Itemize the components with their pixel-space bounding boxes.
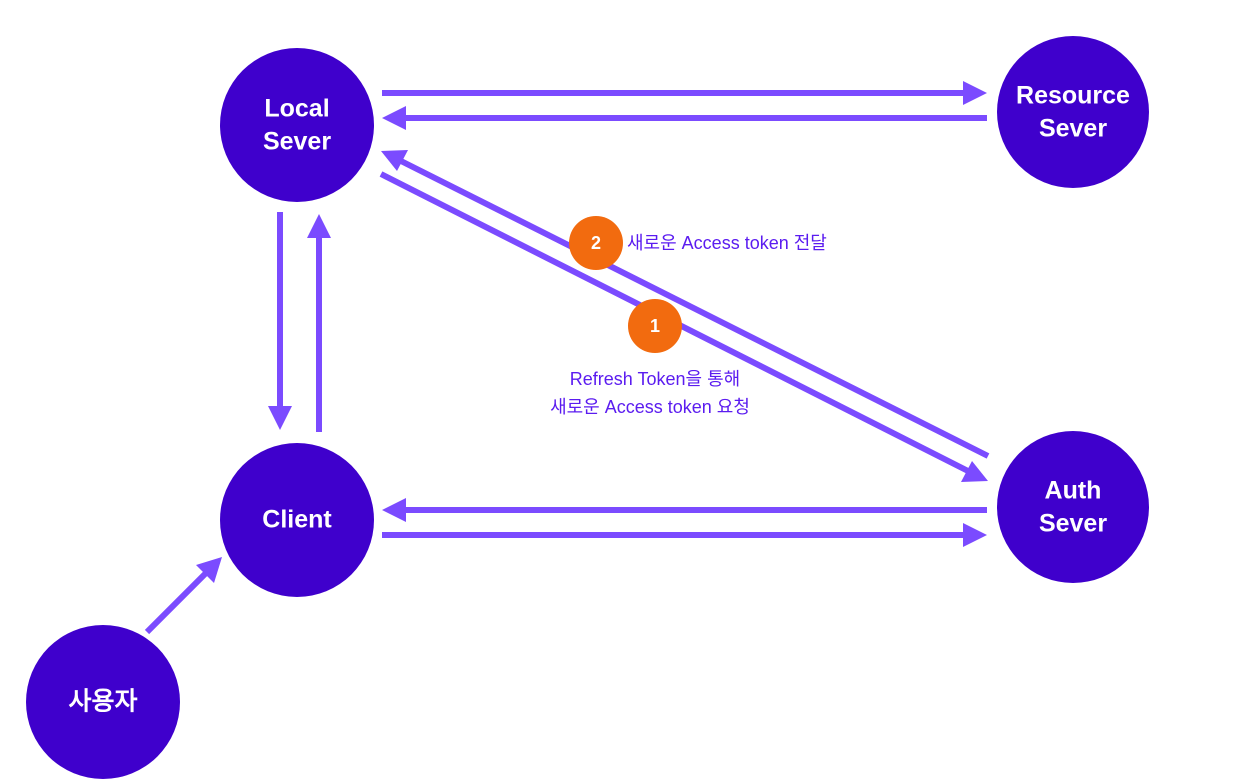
node-auth-server: Auth Sever [997, 431, 1149, 583]
arrowhead-resource-to-local [382, 106, 406, 130]
node-resource-server: Resource Sever [997, 36, 1149, 188]
arrows [144, 81, 990, 635]
step-2-caption: 새로운 Access token 전달 [627, 233, 827, 253]
resource-server-label-line2: Sever [1039, 115, 1107, 143]
auth-server-label-line1: Auth [1045, 477, 1102, 505]
arrowhead-client-to-local [307, 214, 331, 238]
arrowhead-client-to-auth [963, 523, 987, 547]
step-1-caption-line2: 새로운 Access token 요청 [550, 397, 750, 417]
arrowhead-local-to-resource [963, 81, 987, 105]
arrowhead-local-to-auth [961, 461, 988, 482]
node-user: 사용자 [26, 625, 180, 779]
step-1-caption-line1: Refresh Token을 통해 [570, 369, 740, 389]
node-local-server: Local Sever [220, 48, 374, 202]
client-label: Client [262, 506, 332, 534]
step-1-number: 1 [650, 316, 660, 336]
arrowhead-local-to-client [268, 406, 292, 430]
user-label: 사용자 [68, 688, 137, 716]
local-server-label-line1: Local [264, 95, 329, 123]
step-badge-1: 1 [628, 299, 682, 353]
node-client: Client [220, 443, 374, 597]
arrowhead-user-to-client [196, 557, 222, 583]
resource-server-label-line1: Resource [1016, 82, 1130, 110]
step-badge-2: 2 [569, 216, 623, 270]
arrowhead-auth-to-client [382, 498, 406, 522]
arrowhead-auth-to-local [381, 150, 408, 171]
step-2-number: 2 [591, 233, 601, 253]
local-server-label-line2: Sever [263, 128, 331, 156]
auth-server-label-line2: Sever [1039, 510, 1107, 538]
arrow-auth-to-local [397, 157, 990, 459]
arrow-user-to-client [144, 569, 210, 635]
